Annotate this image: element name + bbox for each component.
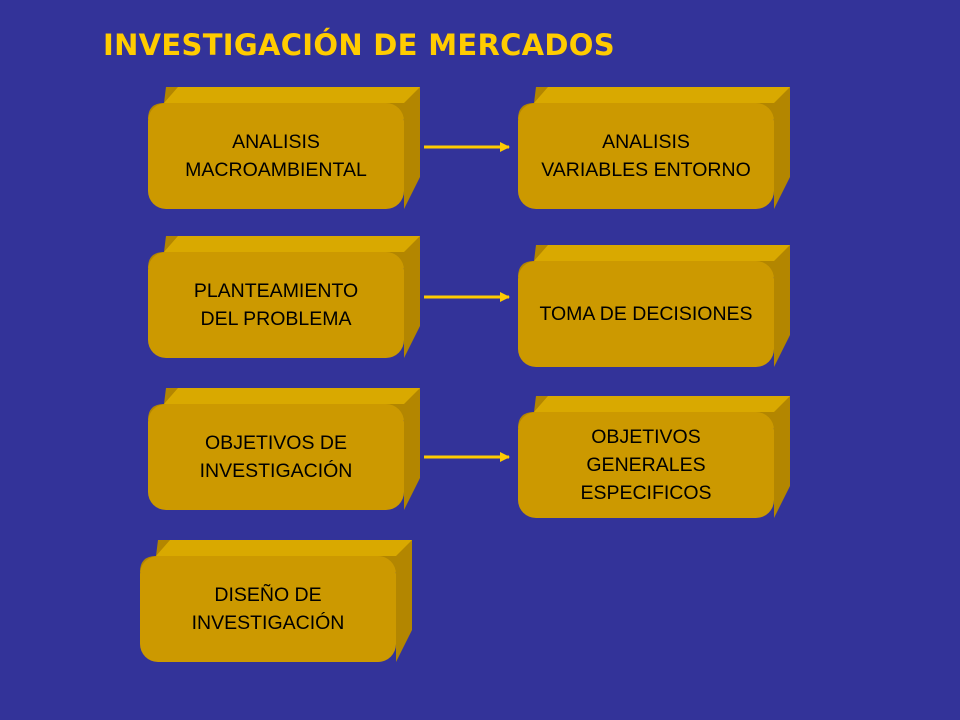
box-analisis-variables-entorno: ANALISIS VARIABLES ENTORNO xyxy=(518,87,790,211)
box-label: TOMA DE DECISIONES xyxy=(539,303,753,325)
box-shape xyxy=(518,87,790,209)
box-objetivos-generales: OBJETIVOS GENERALES ESPECIFICOS xyxy=(518,396,790,520)
box-shape xyxy=(518,245,790,367)
box-label: OBJETIVOS GENERALES ESPECIFICOS xyxy=(580,426,712,504)
box-label: ANALISIS VARIABLES ENTORNO xyxy=(541,131,751,181)
box-label: OBJETIVOS DE INVESTIGACIÓN xyxy=(199,432,353,482)
slide-title: INVESTIGACIÓN DE MERCADOS xyxy=(103,28,615,62)
box-shape xyxy=(148,388,420,510)
box-objetivos-investigacion: OBJETIVOS DE INVESTIGACIÓN xyxy=(148,388,420,512)
box-label: DISEÑO DE INVESTIGACIÓN xyxy=(191,584,345,634)
box-analisis-macroambiental: ANALISIS MACROAMBIENTAL xyxy=(148,87,420,211)
box-shape xyxy=(518,396,790,518)
box-planteamiento-problema: PLANTEAMIENTO DEL PROBLEMA xyxy=(148,236,420,360)
box-label: PLANTEAMIENTO DEL PROBLEMA xyxy=(193,280,359,330)
box-diseno-investigacion: DISEÑO DE INVESTIGACIÓN xyxy=(140,540,412,664)
box-label: ANALISIS MACROAMBIENTAL xyxy=(185,131,367,181)
box-shape xyxy=(140,540,412,662)
box-toma-decisiones: TOMA DE DECISIONES xyxy=(518,245,790,369)
box-shape xyxy=(148,87,420,209)
box-shape xyxy=(148,236,420,358)
